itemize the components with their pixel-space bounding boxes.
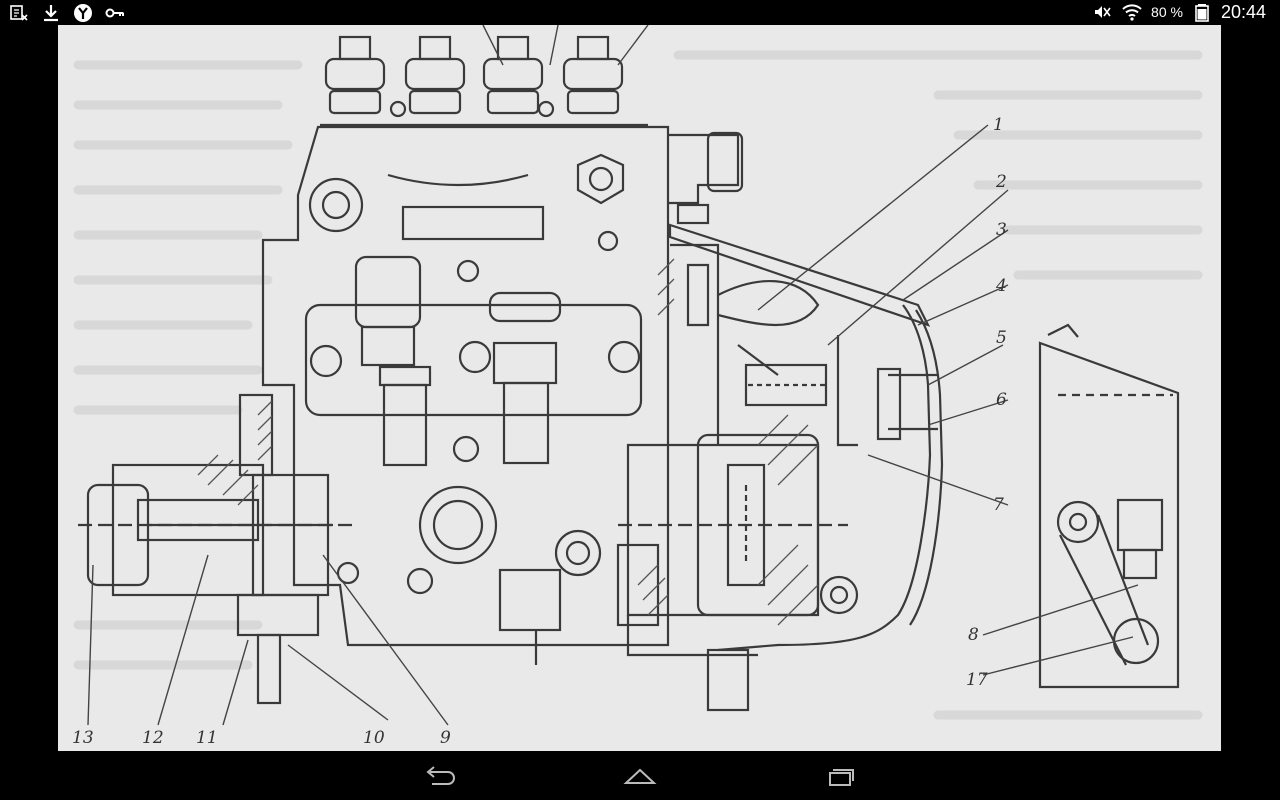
home-icon [623, 768, 657, 784]
status-bar: 80 % 20:44 [0, 0, 1280, 25]
image-viewer[interactable]: 1 2 3 4 5 6 7 8 9 10 11 12 13 17 [58, 25, 1221, 751]
recents-icon [829, 769, 854, 786]
mute-icon [1091, 1, 1113, 23]
callout-17: 17 [966, 670, 988, 690]
wifi-icon [1121, 1, 1143, 23]
callout-5: 5 [996, 328, 1007, 348]
fitting-4 [562, 35, 624, 115]
fitting-2 [404, 35, 466, 115]
back-icon [426, 766, 455, 785]
callout-2: 2 [995, 172, 1007, 192]
back-button[interactable] [410, 761, 470, 791]
home-button[interactable] [610, 761, 670, 791]
callout-7: 7 [993, 495, 1004, 515]
callout-11: 11 [196, 728, 218, 748]
callout-8: 8 [968, 625, 979, 645]
battery-percent: 80 % [1151, 4, 1183, 20]
download-icon [40, 2, 62, 24]
clock: 20:44 [1220, 1, 1266, 22]
key-icon [104, 2, 126, 24]
callout-6: 6 [996, 390, 1007, 410]
system-icons: 80 % 20:44 [1091, 1, 1266, 23]
fitting-3 [482, 35, 544, 115]
callout-9: 9 [440, 728, 451, 748]
keyboard-x-icon [8, 2, 30, 24]
callout-3: 3 [996, 220, 1007, 240]
callout-12: 12 [142, 728, 164, 748]
fitting-1 [324, 35, 386, 115]
recents-button[interactable] [810, 761, 870, 791]
battery-icon [1191, 1, 1213, 23]
callout-13: 13 [72, 728, 94, 748]
y-app-icon [72, 2, 94, 24]
navigation-bar [0, 751, 1280, 800]
callout-1: 1 [993, 115, 1004, 135]
callout-4: 4 [995, 276, 1007, 296]
fuel-pump-diagram: 1 2 3 4 5 6 7 8 9 10 11 12 13 17 [72, 25, 1203, 748]
notification-icons [8, 2, 126, 24]
callout-10: 10 [363, 728, 385, 748]
